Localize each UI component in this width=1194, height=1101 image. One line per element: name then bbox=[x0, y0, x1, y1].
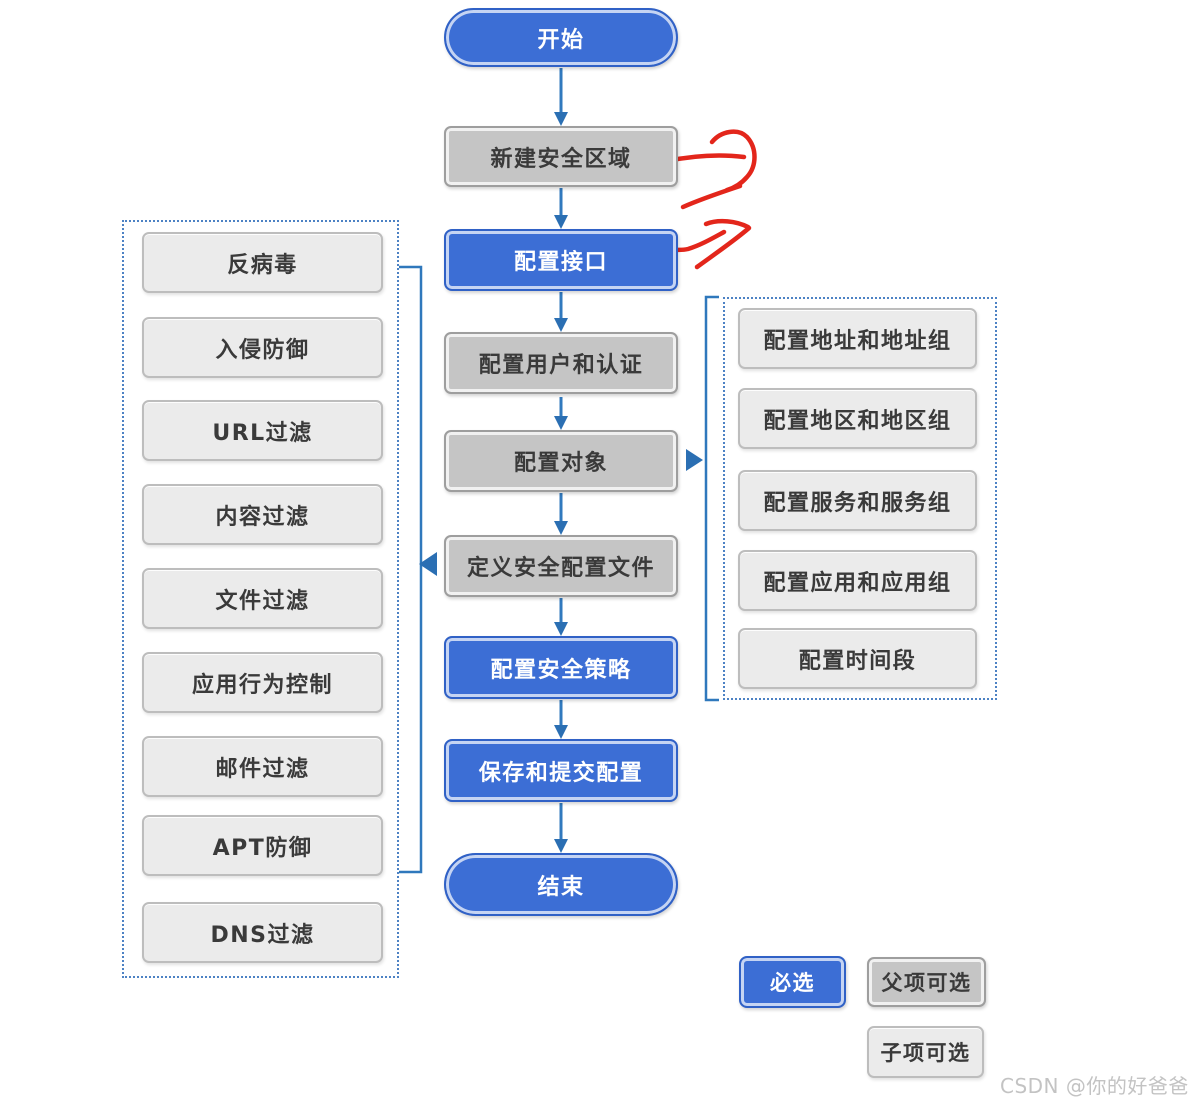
profile-item-content-filtering: 内容过滤 bbox=[142, 484, 383, 545]
arrowhead-down-icon bbox=[554, 521, 568, 535]
profile-item-intrusion-prevention: 入侵防御 bbox=[142, 317, 383, 378]
profile-item-apt-defense: APT防御 bbox=[142, 815, 383, 876]
flow-node-end: 结束 bbox=[444, 853, 678, 916]
object-item-address-group: 配置地址和地址组 bbox=[738, 308, 977, 369]
profile-item-antivirus: 反病毒 bbox=[142, 232, 383, 293]
flow-node-configure-objects: 配置对象 bbox=[444, 430, 678, 492]
security-profiles-panel bbox=[122, 220, 399, 978]
object-item-time-range: 配置时间段 bbox=[738, 628, 977, 689]
flow-node-define-security-profile: 定义安全配置文件 bbox=[444, 535, 678, 597]
profile-item-file-filtering: 文件过滤 bbox=[142, 568, 383, 629]
arrowhead-down-icon bbox=[554, 416, 568, 430]
arrowhead-down-icon bbox=[554, 622, 568, 636]
object-item-region-group: 配置地区和地区组 bbox=[738, 388, 977, 449]
arrowhead-down-icon bbox=[554, 839, 568, 853]
flow-node-configure-security-policy: 配置安全策略 bbox=[444, 636, 678, 699]
object-item-service-group: 配置服务和服务组 bbox=[738, 470, 977, 531]
profile-item-url-filtering: URL过滤 bbox=[142, 400, 383, 461]
red-arrow-2-head-icon bbox=[703, 218, 751, 230]
legend-parent-optional: 父项可选 bbox=[867, 957, 986, 1007]
red-arrow-1-tail-icon bbox=[680, 183, 743, 210]
legend-child-optional: 子项可选 bbox=[867, 1026, 984, 1078]
flow-node-configure-user-auth: 配置用户和认证 bbox=[444, 332, 678, 394]
red-arrow-1-head-icon bbox=[709, 129, 757, 193]
triangle-left-icon bbox=[419, 552, 437, 576]
profile-item-app-behavior-control: 应用行为控制 bbox=[142, 652, 383, 713]
profile-item-dns-filtering: DNS过滤 bbox=[142, 902, 383, 963]
flow-node-save-commit-config: 保存和提交配置 bbox=[444, 739, 678, 802]
red-arrow-2-diagonal-icon bbox=[694, 225, 752, 270]
arrowhead-down-icon bbox=[554, 215, 568, 229]
triangle-right-icon bbox=[686, 449, 703, 471]
flow-node-configure-interface: 配置接口 bbox=[444, 229, 678, 291]
legend-required: 必选 bbox=[739, 956, 846, 1008]
profile-item-mail-filtering: 邮件过滤 bbox=[142, 736, 383, 797]
objects-panel bbox=[723, 297, 997, 700]
flow-node-create-security-zone: 新建安全区域 bbox=[444, 126, 678, 187]
arrowhead-down-icon bbox=[554, 318, 568, 332]
watermark-text: CSDN @你的好爸爸 bbox=[1000, 1074, 1189, 1098]
arrowhead-down-icon bbox=[554, 112, 568, 126]
arrowhead-down-icon bbox=[554, 725, 568, 739]
object-item-application-group: 配置应用和应用组 bbox=[738, 550, 977, 611]
left-group-bracket bbox=[399, 265, 423, 874]
red-arrow-1-shaft-icon bbox=[664, 153, 747, 164]
flow-node-start: 开始 bbox=[444, 8, 678, 67]
right-group-bracket bbox=[704, 295, 719, 702]
